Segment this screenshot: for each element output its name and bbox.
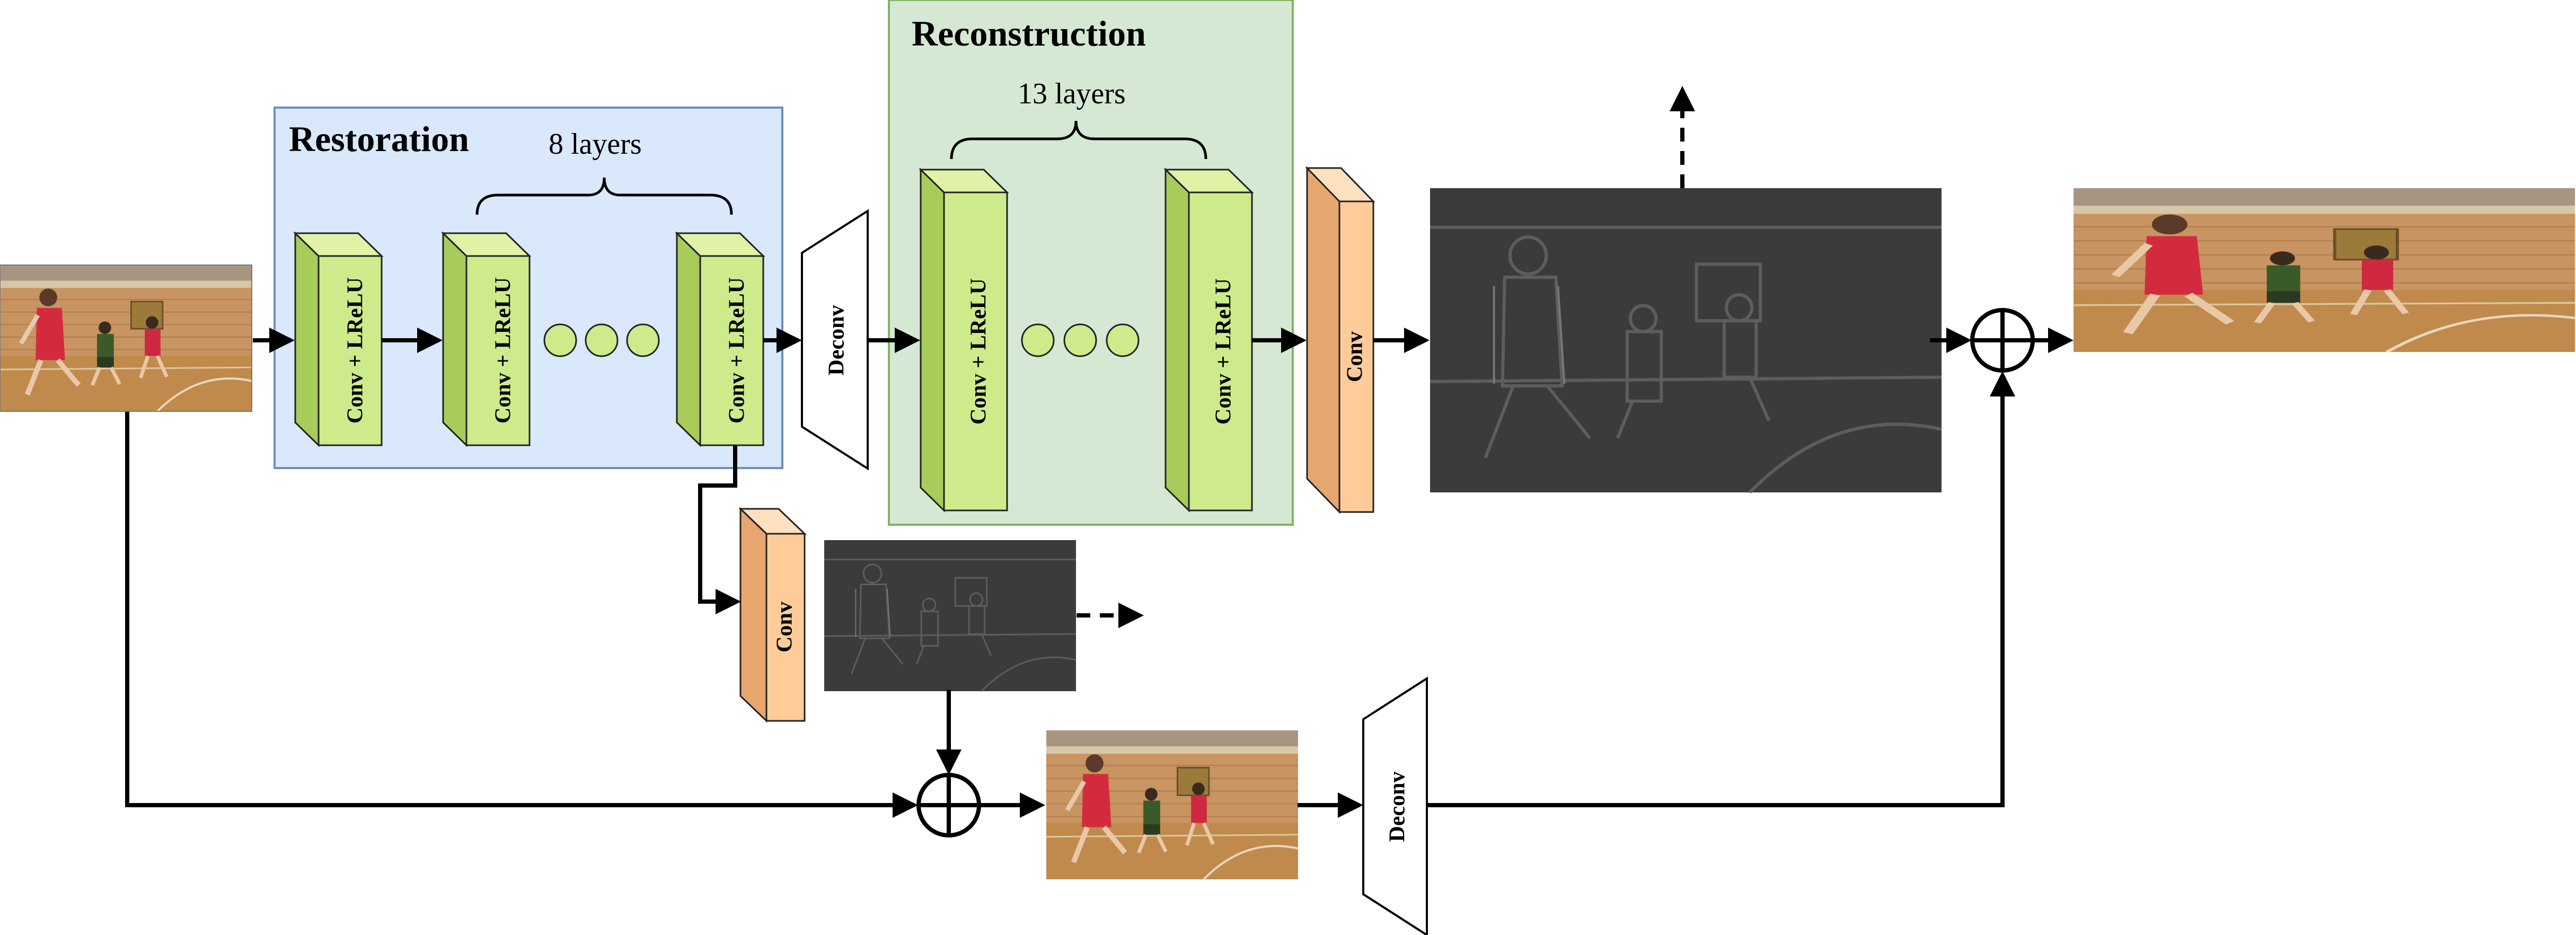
conv-block-top: Conv (1305, 166, 1375, 514)
conv-lrelu-label: Conv + LReLU (725, 277, 749, 424)
deconv-block-bottom: Deconv (1362, 676, 1428, 935)
circle-plus-icon (1970, 308, 2035, 373)
input-frame-image (0, 265, 252, 411)
conv-block-bottom: Conv (738, 507, 807, 723)
reconstruction-conv-lrelu-block-1: Conv + LReLU (919, 167, 1009, 513)
conv-label: Conv (773, 602, 797, 652)
reconstruction-conv-lrelu-block-2: Conv + LReLU (1163, 167, 1254, 513)
deconv-block-top: Deconv (801, 209, 869, 471)
restoration-conv-lrelu-block-3: Conv + LReLU (675, 231, 765, 447)
conv-lrelu-label: Conv + LReLU (1212, 278, 1236, 425)
reconstruction-ellipsis (1021, 323, 1140, 357)
restoration-conv-lrelu-block-1: Conv + LReLU (293, 231, 384, 447)
residual-map-large-image (1430, 188, 1942, 492)
conv-label: Conv (1343, 331, 1368, 382)
low-res-output-image (1046, 730, 1298, 879)
conv-lrelu-label: Conv + LReLU (491, 277, 516, 424)
restoration-ellipsis (543, 323, 660, 357)
residual-map-small-image (823, 539, 1077, 692)
restoration-layer-count: 8 layers (549, 128, 642, 161)
circle-plus-icon (916, 773, 981, 837)
conv-lrelu-label: Conv + LReLU (967, 278, 991, 425)
reconstruction-layer-count: 13 layers (1018, 77, 1126, 110)
conv-lrelu-label: Conv + LReLU (343, 277, 368, 424)
reconstruction-title: Reconstruction (912, 13, 1146, 54)
final-output-image (2074, 188, 2575, 352)
connection-arrows (125, 86, 2074, 818)
deconv-label: Deconv (1386, 772, 1410, 842)
reconstruction-brace (950, 120, 1207, 160)
restoration-title: Restoration (289, 119, 469, 159)
restoration-conv-lrelu-block-2: Conv + LReLU (441, 231, 532, 447)
restoration-brace (475, 177, 733, 215)
deconv-label: Deconv (825, 305, 849, 376)
